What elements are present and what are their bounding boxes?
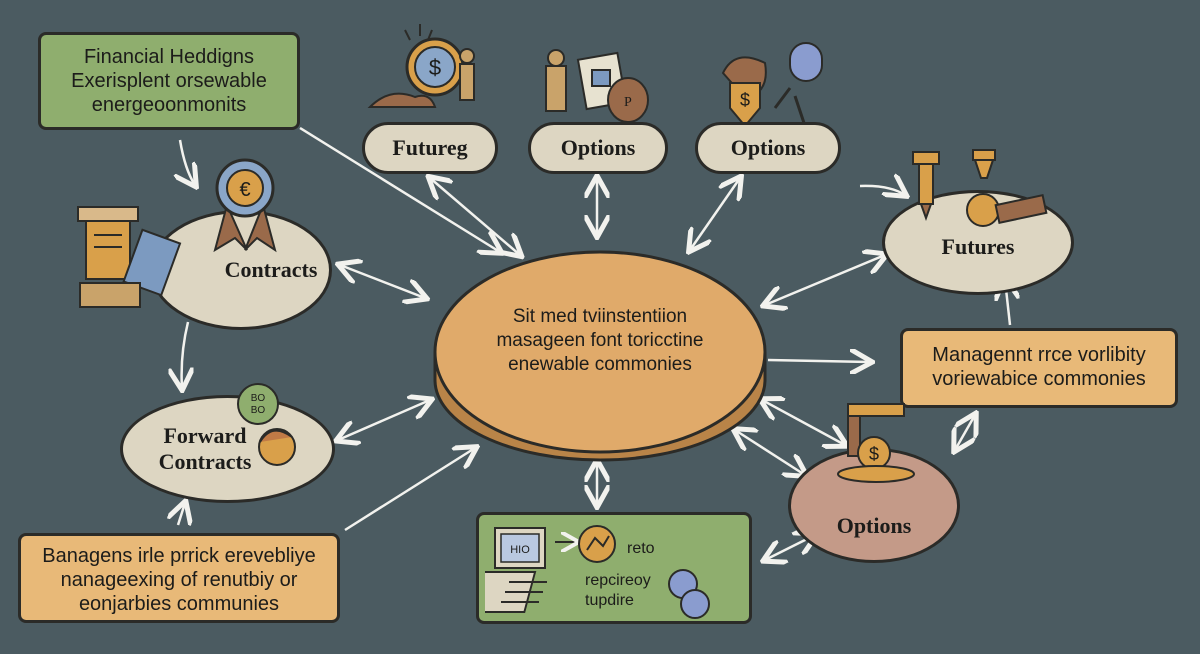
center-line-3: enewable commonies: [508, 354, 692, 375]
arrow-center-options3a: [762, 400, 845, 445]
financial-hedging-line-1: Financial Heddigns: [83, 46, 255, 68]
arrow-to-futures: [859, 186, 905, 195]
tools-illustration: [912, 149, 1048, 227]
euro-icon: €: [239, 179, 250, 201]
tag-chart-illustration: $: [721, 42, 823, 128]
node-options-2-label: Options: [730, 135, 806, 160]
arrow-bottomleft-center: [344, 448, 475, 532]
financial-hedging-box: Financial Heddigns Exerisplent orsewable…: [38, 32, 300, 130]
node-futureg-label: Futureg: [392, 135, 468, 160]
desk-calculator-illustration: [77, 206, 182, 308]
arrow-topleft-down: [180, 139, 195, 185]
center-disc: [433, 250, 767, 462]
node-forward-contracts: Forward Contracts: [120, 395, 335, 503]
node-forward-line-2: Contracts: [158, 449, 252, 474]
reporting-label-1: reto: [627, 540, 655, 557]
financial-hedging-line-3: energeoonmonits: [91, 94, 247, 116]
price-volatility-line-2: voriewabice commonies: [932, 368, 1146, 390]
p-icon: P: [624, 95, 632, 110]
presenter-illustration: P: [545, 49, 649, 123]
dollar-tag-icon: $: [740, 90, 750, 110]
screen-label: HIO: [510, 544, 530, 556]
financial-hedging-line-2: Exerisplent orsewable: [71, 70, 267, 92]
node-futureg: Futureg: [362, 122, 498, 174]
dollar-scale-illustration: $: [837, 403, 915, 483]
arrow-center-rightbox: [767, 360, 870, 362]
arrow-futureg-center: [430, 178, 520, 255]
node-options-2: Options: [695, 122, 841, 174]
node-futures-label: Futures: [941, 233, 1015, 259]
node-contracts-label: Contracts: [224, 257, 318, 282]
node-contracts: Contracts: [150, 210, 332, 330]
arrow-options2-center: [690, 178, 740, 250]
arrow-bottomleft-forward: [178, 503, 185, 525]
dollar-icon: $: [429, 55, 441, 80]
node-options-1: Options: [528, 122, 668, 174]
arrow-futures-center: [765, 255, 885, 305]
arrow-center-options3b: [735, 430, 805, 475]
managing-price-line-3: eonjarbies communies: [78, 593, 280, 615]
thinking-person-illustration: BO BO: [237, 383, 296, 466]
center-label: Sit med tviinstentiion masageen font tor…: [440, 305, 760, 377]
managing-price-line-1: Banagens irle prrick erevebliye: [42, 545, 316, 567]
arrow-forward-center: [338, 400, 430, 440]
reporting-illustration: HIO: [485, 525, 710, 619]
managing-price-line-2: nanageexing of renutbiy or: [60, 569, 298, 591]
reporting-label-2: repcireoy: [585, 572, 651, 589]
arrow-contracts-forward: [182, 321, 188, 388]
reporting-label-3: tupdire: [585, 592, 634, 609]
node-options-3-label: Options: [836, 512, 912, 538]
coin-investor-illustration: $: [367, 24, 475, 108]
speech-text-1: BO: [251, 393, 266, 404]
arrow-rightbox-options3: [955, 415, 975, 450]
speech-text-2: BO: [251, 405, 266, 416]
price-volatility-box: Managennt rrce vorlibity voriewabice com…: [900, 328, 1178, 408]
center-line-2: masageen font toricctine: [496, 330, 704, 351]
euro-medal-illustration: €: [213, 158, 277, 253]
node-options-1-label: Options: [560, 135, 636, 160]
managing-price-box: Banagens irle prrick erevebliye nanageex…: [18, 533, 340, 623]
center-line-1: Sit med tviinstentiion: [512, 306, 688, 327]
node-forward-line-1: Forward: [163, 423, 247, 448]
price-volatility-line-1: Managennt rrce vorlibity: [932, 344, 1146, 366]
dollar-coin-icon: $: [869, 444, 879, 464]
arrow-contracts-center: [340, 265, 425, 298]
